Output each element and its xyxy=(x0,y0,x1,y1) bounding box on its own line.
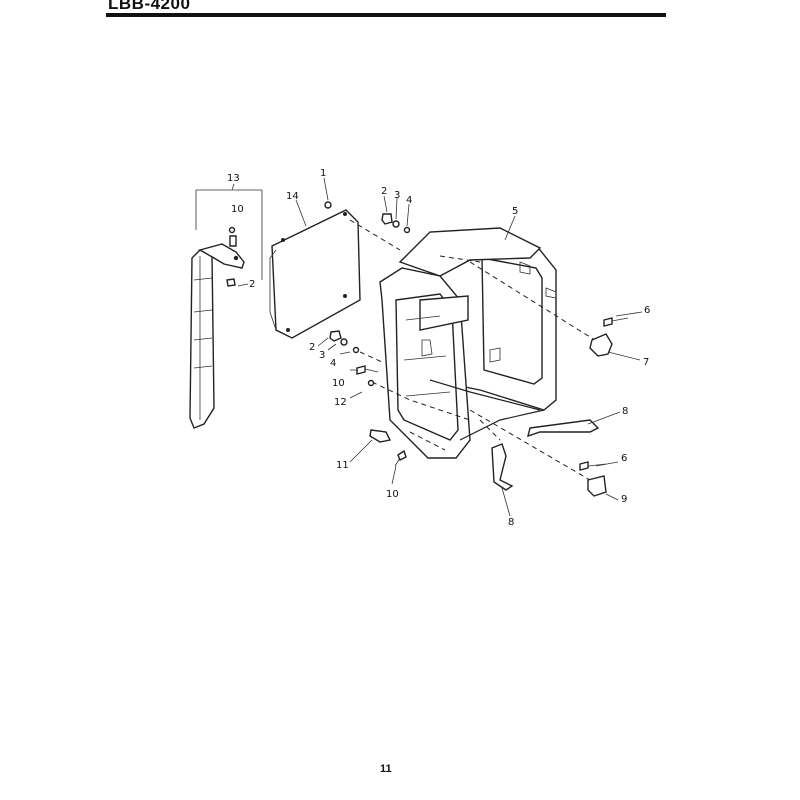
hinge-bracket-lower xyxy=(579,461,607,497)
callout-10-left: 10 xyxy=(332,378,345,389)
callout-2-bracket: 2 xyxy=(249,279,255,290)
callouts: 1 2 3 4 5 6 7 8 6 9 8 10 11 12 10 4 3 2 … xyxy=(227,168,650,528)
callout-6-lower: 6 xyxy=(621,453,627,464)
callout-2-left: 2 xyxy=(309,342,315,353)
callout-6-upper: 6 xyxy=(644,305,650,316)
callout-9: 9 xyxy=(621,494,627,505)
callout-10-bracket: 10 xyxy=(231,204,244,215)
callout-3-top: 3 xyxy=(394,190,400,201)
callout-13: 13 xyxy=(227,173,240,184)
page-title: LBB-4200 xyxy=(108,0,191,13)
callout-14: 14 xyxy=(286,191,299,202)
hardware-left xyxy=(329,330,407,467)
hinge-bracket-upper xyxy=(589,317,629,357)
callout-12: 12 xyxy=(334,397,347,408)
callout-8-right: 8 xyxy=(622,406,628,417)
callout-2-top: 2 xyxy=(381,186,387,197)
handle-upper xyxy=(527,419,600,438)
hardware-top xyxy=(324,201,411,234)
main-frame xyxy=(379,227,557,459)
callout-7: 7 xyxy=(643,357,649,368)
callout-3-left: 3 xyxy=(319,350,325,361)
callout-8-bottom: 8 xyxy=(508,517,514,528)
callout-5: 5 xyxy=(512,206,518,217)
callout-11: 11 xyxy=(336,460,349,471)
handle-lower xyxy=(491,443,514,491)
leader-lines xyxy=(195,177,643,517)
cover-plate xyxy=(269,209,361,339)
assembly-lines xyxy=(349,219,599,481)
callout-10-bottom: 10 xyxy=(386,489,399,500)
side-cover-bracket xyxy=(189,243,245,429)
bracket-hardware xyxy=(226,226,237,287)
callout-4-top: 4 xyxy=(406,195,412,206)
callout-1: 1 xyxy=(320,168,326,179)
page-number: 11 xyxy=(380,763,392,775)
callout-4-left: 4 xyxy=(330,358,336,369)
header-rule xyxy=(106,13,666,17)
